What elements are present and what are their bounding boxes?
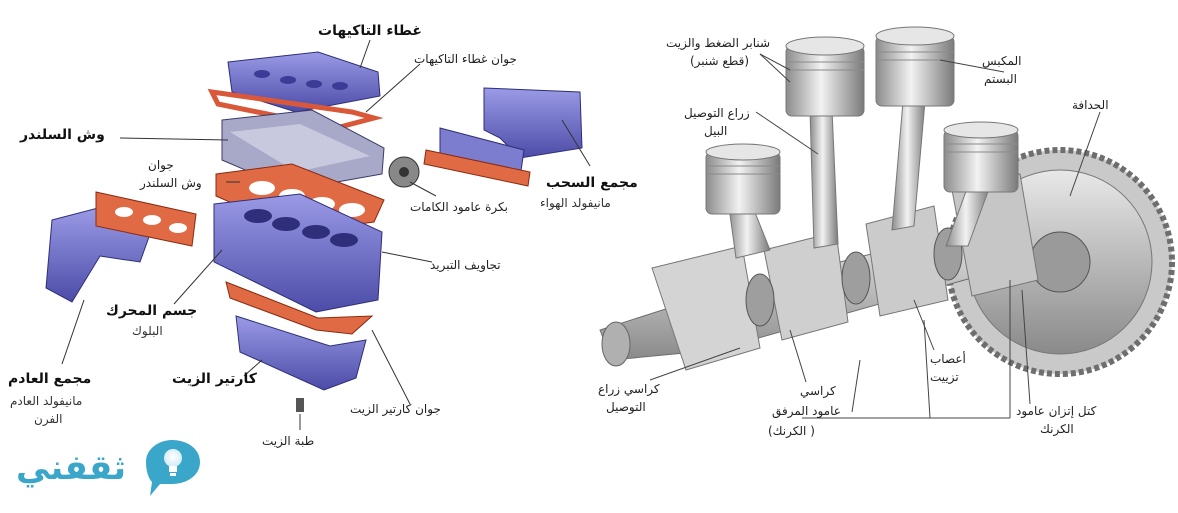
label-oil-pan-gasket: جوان كارتير الزيت <box>350 402 441 416</box>
label-intake-manifold-sub: مانيفولد الهواء <box>540 196 611 210</box>
label-flywheel: الحدافة <box>1072 98 1109 112</box>
label-rod-bearing-1: كراسي زراع <box>598 382 660 396</box>
intake-manifold-art <box>423 87 583 187</box>
label-engine-block-sub: البلوك <box>132 324 163 338</box>
label-valve-cover: غطاء التاكيهات <box>318 23 422 39</box>
label-head-gasket-1: جوان <box>148 158 174 172</box>
label-connecting-rod-2: البيل <box>704 124 728 138</box>
camshaft-pulley-art <box>388 156 420 188</box>
oil-drain-plug-art <box>296 398 304 412</box>
label-camshaft-pulley: بكرة عامود الكامات <box>410 200 508 214</box>
right-leader-lines <box>649 53 1101 419</box>
connecting-rods-art <box>727 89 991 259</box>
crankshaft-art <box>599 173 1039 371</box>
label-exhaust-manifold-sub1: مانيفولد العادم <box>10 394 83 408</box>
label-head-gasket-2: وش السلندر <box>140 176 202 190</box>
oil-pan-art <box>235 315 367 391</box>
label-piston-1: المكبس <box>982 54 1022 68</box>
exhaust-manifold-art <box>45 191 197 303</box>
label-crankshaft-1: عامود المرفق <box>772 404 841 418</box>
left-leader-lines <box>61 39 591 430</box>
label-engine-block: جسم المحرك <box>106 303 198 319</box>
label-oil-holes-1: أعصاب <box>930 352 966 366</box>
label-exhaust-manifold-sub2: الفرن <box>34 412 63 426</box>
label-connecting-rod-1: زراع التوصيل <box>684 106 750 120</box>
label-cylinder-head: وش السلندر <box>20 127 105 143</box>
label-oil-holes-2: تزييت <box>930 370 959 384</box>
engine-block-art <box>213 193 383 313</box>
label-coolant-passages: تجاويف التبريد <box>430 258 501 272</box>
valve-cover-gasket-art <box>207 88 384 131</box>
label-piston-rings-1: شنابر الضغط والزيت <box>666 36 771 50</box>
brand-logo-text: ثقفني <box>16 448 126 488</box>
label-piston-rings-2: (قطع شنبر) <box>690 54 750 68</box>
label-counterweights-2: الكرنك <box>1040 422 1074 436</box>
lightbulb-icon <box>146 440 200 496</box>
label-main-bearing: كراسي <box>800 384 836 398</box>
label-rod-bearing-2: التوصيل <box>606 400 646 414</box>
label-intake-manifold: مجمع السحب <box>546 175 638 191</box>
label-valve-cover-gasket: جوان غطاء التاكيهات <box>414 52 517 66</box>
pistons-art <box>705 26 1019 215</box>
label-counterweights-1: كتل إتزان عامود <box>1016 404 1097 418</box>
oil-pan-gasket-art <box>225 281 374 335</box>
label-oil-pan: كارتير الزيت <box>172 371 257 387</box>
label-piston-2: البستم <box>984 72 1017 86</box>
label-crankshaft-2: ( الكرنك) <box>768 424 815 438</box>
label-exhaust-manifold: مجمع العادم <box>8 371 92 387</box>
label-oil-drain-plug: طبة الزيت <box>262 434 315 448</box>
valve-cover-art <box>227 51 381 113</box>
